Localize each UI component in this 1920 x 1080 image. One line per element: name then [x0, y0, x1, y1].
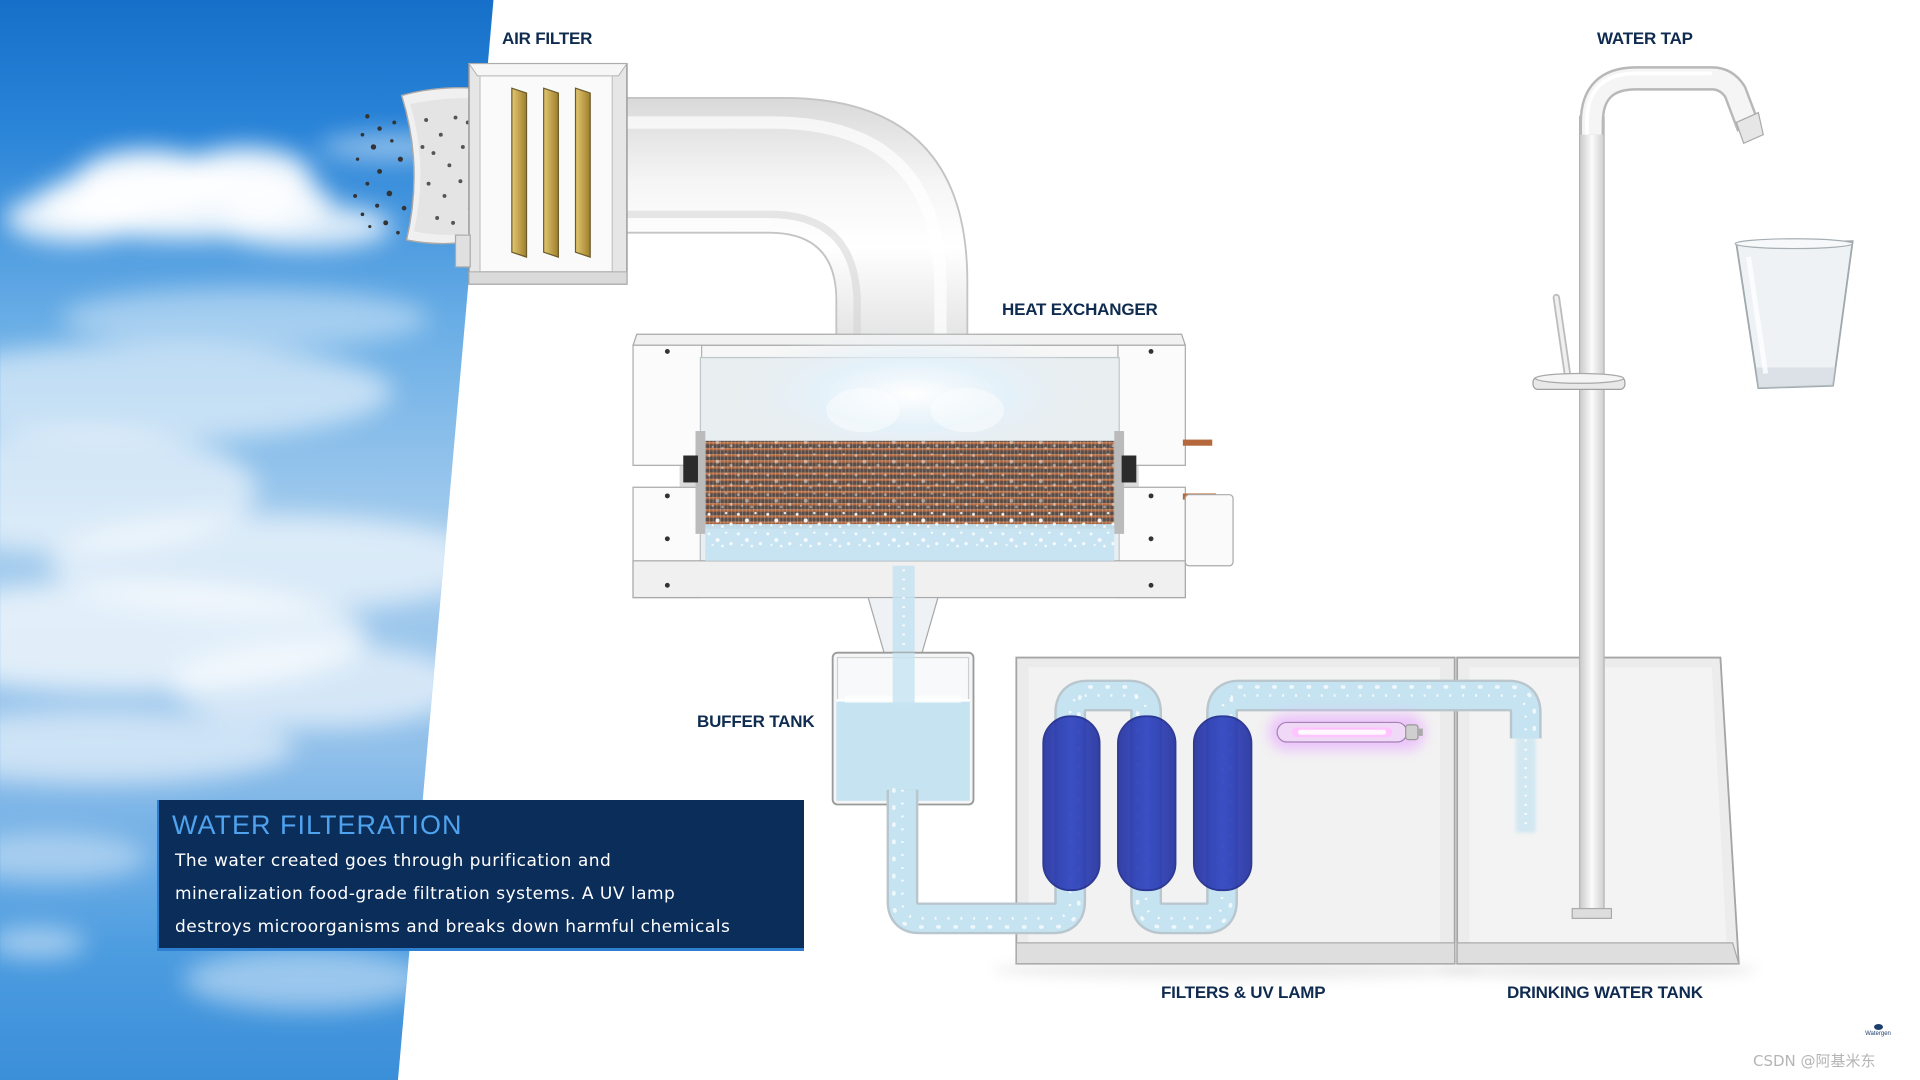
water-stream: [1515, 734, 1536, 833]
filter-slat: [511, 87, 528, 258]
watergen-logo: Watergen: [1858, 1024, 1898, 1046]
air-filter: [454, 62, 628, 285]
info-panel-line: destroys microorganisms and breaks down …: [175, 917, 731, 937]
funnel: [867, 565, 939, 667]
condensed-water: [705, 511, 1115, 561]
tap-nozzle: [1735, 111, 1764, 145]
sky-background: [0, 0, 494, 1080]
filter-cartridges: [1042, 715, 1253, 892]
floor-shadows: [991, 960, 1758, 980]
air-intake-hood: [400, 86, 481, 245]
water-tap: [1532, 66, 1764, 919]
label-filters-uv-lamp: FILTERS & UV LAMP: [1161, 983, 1326, 1002]
info-panel-line: The water created goes through purificat…: [175, 851, 612, 871]
tap-handle: [1532, 293, 1626, 390]
filter-slat: [574, 87, 591, 258]
uv-lamp: [1268, 713, 1426, 751]
label-drinking-water-tank: DRINKING WATER TANK: [1507, 983, 1703, 1002]
info-panel-line: mineralization food-grade filtration sys…: [175, 884, 676, 904]
screws: [664, 348, 1154, 588]
label-heat-exchanger: HEAT EXCHANGER: [1002, 300, 1158, 319]
dust-particles: [353, 114, 407, 235]
filter-cartridge: [1192, 715, 1253, 892]
filter-cartridge: [1042, 715, 1101, 892]
filter-cartridge: [1117, 715, 1177, 892]
clouds: [0, 134, 490, 1011]
info-panel: WATER FILTERATION The water created goes…: [157, 800, 804, 951]
heat-exchanger: [632, 326, 1234, 599]
label-buffer-tank: BUFFER TANK: [697, 712, 815, 731]
buffer-tank: [831, 651, 975, 806]
label-water-tap: WATER TAP: [1597, 29, 1693, 48]
air-duct: [611, 97, 969, 347]
label-air-filter: AIR FILTER: [502, 29, 593, 48]
watermark: CSDN @阿基米东: [1753, 1052, 1876, 1070]
logo-icon: [1873, 1024, 1883, 1030]
filter-slat: [543, 87, 559, 258]
info-panel-title: WATER FILTERATION: [172, 810, 463, 840]
logo-text: Watergen: [1865, 1031, 1891, 1037]
copper-pipe-stub: [1182, 439, 1213, 446]
drinking-glass: [1734, 238, 1854, 390]
